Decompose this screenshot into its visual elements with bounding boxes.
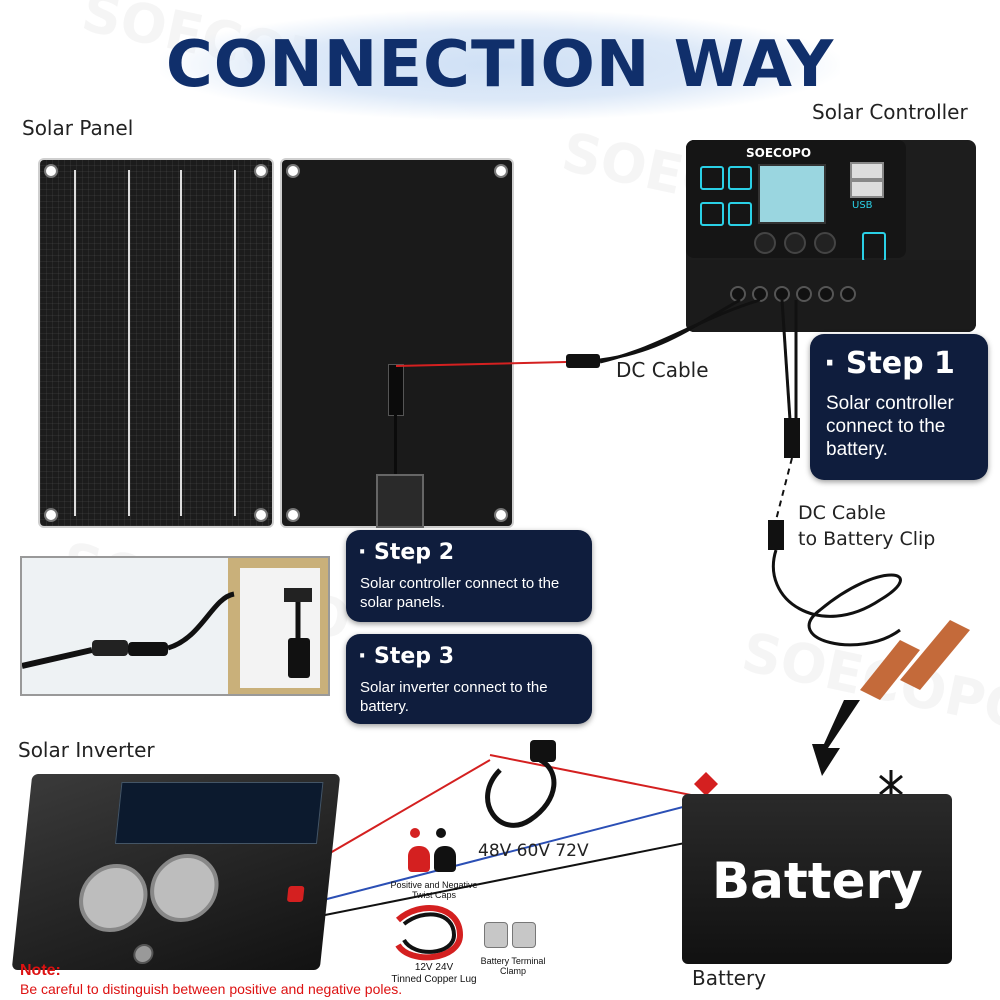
solar-panel-front (38, 158, 274, 528)
junction-box (376, 474, 424, 528)
label-solar-controller: Solar Controller (812, 100, 968, 124)
label-solar-inverter: Solar Inverter (18, 738, 155, 762)
label-battery: Battery (692, 966, 767, 990)
power-plug (530, 740, 556, 762)
label-copper-lug-line1: 12V 24V (414, 962, 454, 973)
terminal (818, 286, 834, 302)
step-3-title: · Step 3 (358, 644, 455, 669)
label-solar-panel: Solar Panel (22, 116, 134, 140)
lock-icon (728, 202, 752, 226)
left-button (754, 232, 776, 254)
label-copper-lug-line2: Tinned Copper Lug (391, 974, 477, 985)
usb-label: USB (852, 200, 873, 211)
usb-port (850, 162, 884, 180)
label-terminal-clamp-line1: Battery Terminal (480, 956, 546, 966)
step-2-card: · Step 2 Solar controller connect to the… (346, 530, 592, 622)
solar-controller: SOECOPO USB (686, 140, 976, 332)
terminal (840, 286, 856, 302)
battery-clip-cable (771, 549, 902, 647)
up-button (784, 232, 806, 254)
positive-terminal (286, 886, 305, 902)
title-brush-background (160, 10, 840, 120)
dc-cable (599, 298, 741, 362)
label-copper-lug: 12V 24V Tinned Copper Lug (384, 962, 484, 986)
solar-inverter (11, 774, 341, 970)
step-2-title: · Step 2 (358, 540, 455, 565)
menu-icon (700, 166, 724, 190)
page-title: CONNECTION WAY (165, 28, 835, 102)
step-1-body: Solar controller connect to the battery. (826, 393, 954, 460)
gear-icon (728, 166, 752, 190)
label-dc-cable-battery-clip: DC Cable to Battery Clip (798, 500, 935, 552)
note-title: Note: (20, 962, 61, 979)
step-3-body: Solar inverter connect to the battery. (360, 679, 548, 715)
label-dc-cable-battery-line1: DC Cable (798, 502, 886, 524)
black-clip (900, 620, 970, 690)
down-arrow-icon (812, 700, 860, 776)
step-1-title: · Step 1 (824, 346, 955, 381)
dc-plug (566, 354, 600, 368)
label-terminal-clamp: Battery Terminal Clamp (468, 956, 558, 976)
negative-terminal (132, 944, 155, 964)
note-body: Be careful to distinguish between positi… (20, 981, 403, 997)
solar-panel-back (280, 158, 514, 528)
down-button (814, 232, 836, 254)
battery-body-label: Battery (712, 852, 923, 910)
usb-port (850, 180, 884, 198)
terminal-clamps (484, 918, 540, 950)
twist-caps (408, 828, 462, 874)
step-3-card: · Step 3 Solar inverter connect to the b… (346, 634, 592, 724)
connector-inset-photo (20, 556, 330, 696)
step-2-body: Solar controller connect to the solar pa… (360, 575, 560, 611)
red-clip (860, 640, 920, 700)
battery: Battery (682, 794, 952, 964)
fuse-holder (784, 418, 800, 458)
label-dc-cable-battery-line2: to Battery Clip (798, 528, 936, 550)
label-voltages: 48V 60V 72V (478, 841, 589, 861)
terminal (796, 286, 812, 302)
label-dc-cable: DC Cable (616, 358, 709, 382)
fan (75, 864, 151, 932)
inverter-power-cable (485, 757, 557, 828)
controller-screen (758, 164, 826, 224)
brand-logo: SOECOPO (746, 146, 812, 160)
clock-icon (700, 202, 724, 226)
label-twist-caps: Positive and Negative Twist Caps (390, 880, 478, 900)
label-terminal-clamp-line2: Clamp (499, 966, 526, 976)
dc-cable-red-line (395, 361, 567, 367)
fan (146, 854, 222, 922)
step-1-card: · Step 1 Solar controller connect to the… (810, 334, 988, 480)
